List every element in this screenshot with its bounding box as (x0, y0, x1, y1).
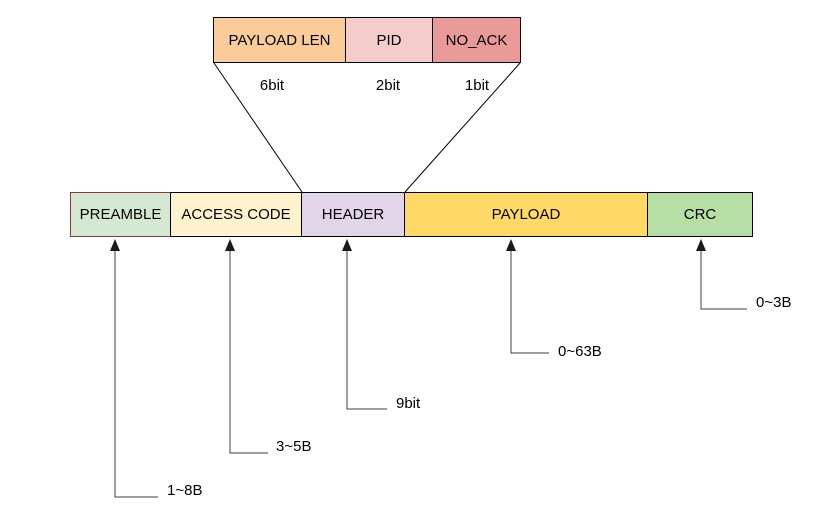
no-ack-size-label: 1bit (464, 77, 490, 94)
field-access-code: ACCESS CODE (170, 192, 302, 237)
access-code-size-arrow (225, 239, 268, 454)
preamble-size-arrow (110, 239, 158, 498)
header-size-arrow (342, 239, 387, 410)
payload-len-size-label: 6bit (259, 77, 285, 94)
crc-size-label: 0~3B (756, 294, 792, 311)
field-crc: CRC (647, 192, 753, 237)
preamble-size-label: 1~8B (167, 482, 203, 499)
field-header-label: HEADER (321, 206, 385, 223)
field-payload: PAYLOAD (404, 192, 648, 237)
payload-size-label: 0~63B (558, 343, 602, 360)
access-code-arrowhead-icon (225, 239, 235, 251)
pid-size-label: 2bit (375, 77, 401, 94)
payload-arrowhead-icon (506, 239, 516, 251)
field-payload-label: PAYLOAD (491, 206, 561, 223)
header-size-label: 9bit (396, 395, 421, 412)
field-pid-label: PID (376, 31, 402, 49)
field-payload-len: PAYLOAD LEN (213, 17, 346, 63)
field-payload-len-label: PAYLOAD LEN (228, 31, 331, 49)
preamble-arrowhead-icon (110, 239, 120, 251)
packet-row: PREAMBLE ACCESS CODE HEADER PAYLOAD CRC (70, 192, 753, 237)
field-preamble-label: PREAMBLE (79, 206, 162, 223)
field-pid: PID (345, 17, 433, 63)
field-header: HEADER (301, 192, 405, 237)
access-code-size-label: 3~5B (276, 438, 312, 455)
crc-arrowhead-icon (696, 239, 706, 251)
header-expansion-row: PAYLOAD LEN PID NO_ACK (213, 17, 521, 63)
field-no-ack: NO_ACK (432, 17, 521, 63)
field-access-code-label: ACCESS CODE (181, 206, 291, 223)
header-arrowhead-icon (342, 239, 352, 251)
crc-size-arrow (696, 239, 747, 310)
field-crc-label: CRC (683, 206, 717, 223)
field-preamble: PREAMBLE (70, 192, 171, 237)
payload-size-arrow (506, 239, 549, 354)
field-no-ack-label: NO_ACK (445, 31, 508, 49)
